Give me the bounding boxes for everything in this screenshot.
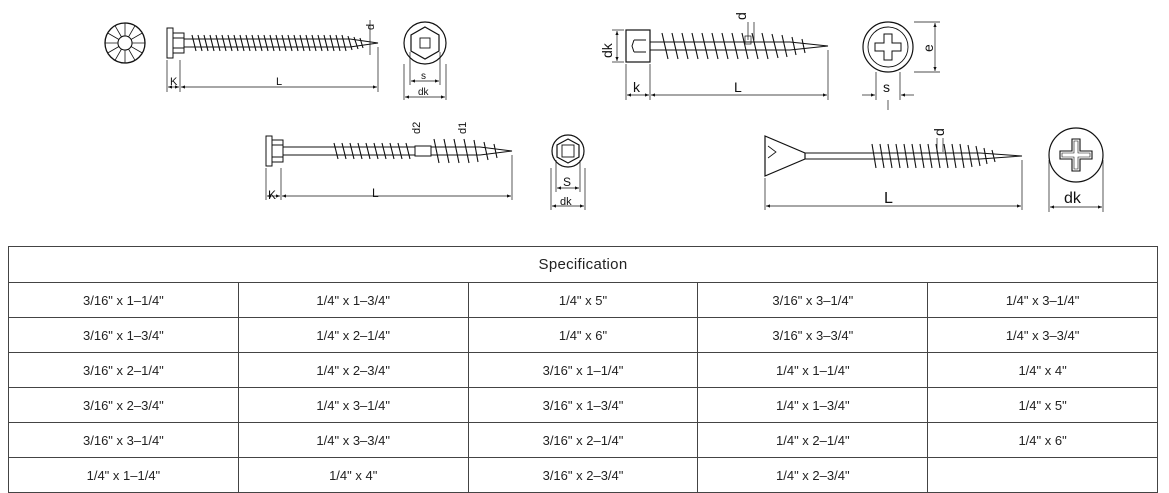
table-cell: 1/4" x 2–3/4" (237, 352, 469, 388)
phillips-cylinder-side-view (612, 22, 829, 100)
table-row: 3/16" x 1–1/4" 1/4" x 1–3/4" 1/4" x 5" 3… (8, 282, 1158, 318)
table-cell: 3/16" x 3–1/4" (8, 422, 239, 458)
table-cell: 1/4" x 6" (467, 317, 699, 353)
table-cell: 3/16" x 2–3/4" (8, 387, 239, 423)
table-cell: 3/16" x 2–3/4" (467, 457, 699, 493)
table-cell: 3/16" x 2–1/4" (8, 352, 239, 388)
hex-flange-screw-drawing (104, 20, 447, 100)
screw-drawings: K L d s dk (0, 0, 1169, 240)
dim-dk-label: dk (1064, 190, 1082, 207)
table-cell: 1/4" x 3–3/4" (927, 317, 1158, 353)
dim-s-label: s (883, 79, 890, 95)
dim-d-label: d (733, 12, 749, 20)
table-row: 3/16" x 2–3/4" 1/4" x 3–1/4" 3/16" x 1–3… (8, 387, 1158, 423)
phillips-flat-end-view (1048, 127, 1104, 212)
table-cell: 1/4" x 2–1/4" (697, 422, 929, 458)
table-cell: 3/16" x 1–3/4" (467, 387, 699, 423)
hex-end-view (403, 21, 447, 100)
table-cell: 1/4" x 2–3/4" (697, 457, 929, 493)
dim-s-label: s (421, 71, 426, 82)
table-cell: 1/4" x 1–1/4" (8, 457, 239, 493)
dim-l-label: L (734, 79, 742, 95)
table-cell: 1/4" x 3–1/4" (237, 387, 469, 423)
table-cell: 1/4" x 5" (927, 387, 1158, 423)
table-cell: 1/4" x 4" (927, 352, 1158, 388)
phillips-flat-screw-drawing (764, 127, 1104, 212)
dim-d2-label: d2 (411, 122, 423, 134)
dim-dk-label: dk (560, 196, 572, 208)
phillips-cylinder-screw-drawing (612, 21, 940, 110)
table-cell: 3/16" x 3–1/4" (697, 282, 929, 318)
table-cell: 1/4" x 5" (467, 282, 699, 318)
dim-e-label: e (920, 44, 936, 52)
table-cell: 3/16" x 1–1/4" (8, 282, 239, 318)
dim-l-label: L (276, 76, 282, 88)
dim-k-label: K (268, 188, 276, 202)
table-cell (927, 457, 1158, 493)
table-row: 3/16" x 3–1/4" 1/4" x 3–3/4" 3/16" x 2–1… (8, 422, 1158, 458)
dim-s-label: S (563, 175, 571, 189)
table-cell: 1/4" x 1–3/4" (697, 387, 929, 423)
table-cell: 1/4" x 1–1/4" (697, 352, 929, 388)
dim-d-label: d (931, 128, 947, 136)
phillips-cylinder-end-view (862, 21, 940, 110)
table-row: 3/16" x 1–3/4" 1/4" x 2–1/4" 1/4" x 6" 3… (8, 317, 1158, 353)
hex-double-thread-end-view (550, 134, 586, 210)
dim-d-label: d (365, 24, 377, 30)
dim-l-label: L (372, 186, 379, 200)
dim-d1-label: d1 (457, 122, 469, 134)
table-cell: 3/16" x 2–1/4" (467, 422, 699, 458)
table-cell: 1/4" x 4" (237, 457, 469, 493)
dim-k-label: k (633, 79, 641, 95)
specification-title: Specification (8, 246, 1158, 283)
table-cell: 1/4" x 2–1/4" (237, 317, 469, 353)
dim-l-label: L (884, 190, 893, 207)
table-cell: 1/4" x 3–1/4" (927, 282, 1158, 318)
hex-double-thread-screw-drawing (265, 134, 586, 210)
specification-table: Specification 3/16" x 1–1/4" 1/4" x 1–3/… (8, 246, 1158, 493)
table-cell: 1/4" x 1–3/4" (237, 282, 469, 318)
table-cell: 1/4" x 3–3/4" (237, 422, 469, 458)
hex-double-thread-side-view (265, 135, 513, 200)
serrated-flange-view (104, 22, 146, 64)
dim-dk-label: dk (418, 87, 430, 98)
table-cell: 3/16" x 1–3/4" (8, 317, 239, 353)
table-header-row: Specification (8, 246, 1158, 283)
table-row: 1/4" x 1–1/4" 1/4" x 4" 3/16" x 2–3/4" 1… (8, 457, 1158, 493)
phillips-flat-side-view (764, 135, 1023, 210)
hex-flange-side-view (166, 20, 379, 92)
table-cell: 3/16" x 1–1/4" (467, 352, 699, 388)
table-cell: 1/4" x 6" (927, 422, 1158, 458)
dim-k-label: K (170, 76, 178, 88)
table-row: 3/16" x 2–1/4" 1/4" x 2–3/4" 3/16" x 1–1… (8, 352, 1158, 388)
table-cell: 3/16" x 3–3/4" (697, 317, 929, 353)
dim-dk-label: dk (599, 42, 615, 58)
